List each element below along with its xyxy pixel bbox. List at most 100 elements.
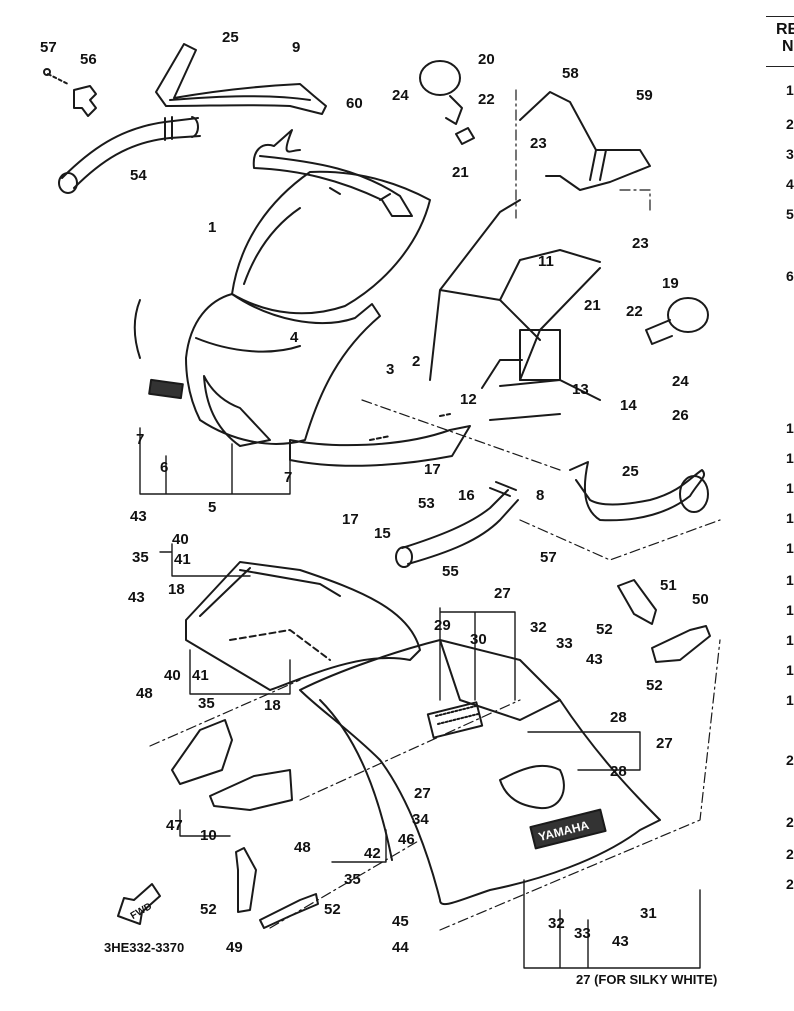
part-label: 19 (662, 275, 679, 292)
part-label: 17 (424, 461, 441, 478)
part-label: 35 (198, 695, 215, 712)
leader-lines (139, 427, 701, 969)
bracket-50 (651, 625, 711, 663)
screen-trim-60 (252, 129, 413, 217)
part-label: 50 (692, 591, 709, 608)
part-label: 40 (172, 531, 189, 548)
part-label: 7 (136, 431, 145, 448)
part-label: 24 (672, 373, 689, 390)
part-label: 35 (344, 871, 361, 888)
part-label: 57 (540, 549, 557, 566)
ref-number: 2 (786, 752, 794, 768)
ref-column-header-2: N (782, 38, 794, 55)
ref-number: 1 (786, 510, 794, 526)
part-label: 30 (470, 631, 487, 648)
part-label: 52 (324, 901, 341, 918)
ref-number: 1 (786, 662, 794, 678)
part-label: 29 (434, 617, 451, 634)
part-label: 42 (364, 845, 381, 862)
ref-number: 2 (786, 846, 794, 862)
part-label: 18 (264, 697, 281, 714)
part-label: 6 (160, 459, 169, 476)
part-label: 23 (632, 235, 649, 252)
ref-number: 1 (786, 450, 794, 466)
ref-number: 2 (786, 814, 794, 830)
bracket-47 (171, 719, 233, 785)
part-label: 27 (494, 585, 511, 602)
part-label: 3 (386, 361, 395, 378)
upper-cowl-5 (133, 293, 471, 467)
fwd-arrow-icon (117, 883, 161, 925)
part-label: 13 (572, 381, 589, 398)
inner-panel-35 (185, 561, 421, 691)
part-label: 27 (656, 735, 673, 752)
part-label: 47 (166, 817, 183, 834)
part-label: 15 (374, 525, 391, 542)
side-panel-8 (569, 461, 709, 522)
part-label: 4 (290, 329, 299, 346)
part-label: 32 (530, 619, 547, 636)
part-label: 49 (226, 939, 243, 956)
part-label: 28 (610, 709, 627, 726)
part-label: 27 (414, 785, 431, 802)
part-label: 10 (200, 827, 217, 844)
ref-number: 1 (786, 420, 794, 436)
bracket-58 (519, 91, 651, 191)
yamaha-emblem-6 (148, 378, 184, 400)
part-label: 33 (574, 925, 591, 942)
ref-column-top-rule (766, 16, 794, 17)
part-label: 53 (418, 495, 435, 512)
part-label: 32 (548, 915, 565, 932)
cowling-stay-11 (429, 199, 601, 421)
part-label: 17 (342, 511, 359, 528)
ref-number: 1 (786, 572, 794, 588)
ref-column-header-rule (766, 66, 794, 67)
part-label: 43 (128, 589, 145, 606)
diagram-code: 3HE332-3370 (104, 940, 185, 955)
part-label: 18 (168, 581, 185, 598)
part-label: 43 (130, 508, 147, 525)
ref-number: 2 (786, 116, 794, 132)
mirror-20 (419, 60, 475, 145)
part-label: 58 (562, 65, 579, 82)
part-label: 25 (622, 463, 639, 480)
part-label: 54 (130, 167, 147, 184)
bracket-9 (155, 43, 327, 115)
assembly-lines (149, 89, 721, 931)
part-label: 20 (478, 51, 495, 68)
ref-number: 2 (786, 876, 794, 892)
part-label: 57 (40, 39, 57, 56)
ref-number: 5 (786, 206, 794, 222)
part-label: 25 (222, 29, 239, 46)
ref-number: 1 (786, 540, 794, 556)
ref-number: 4 (786, 176, 794, 192)
part-label: 60 (346, 95, 363, 112)
part-label: 41 (192, 667, 209, 684)
bracket-56 (43, 68, 97, 117)
bracket-lower (259, 893, 319, 929)
part-label: 31 (640, 905, 657, 922)
part-label: 1 (208, 219, 217, 236)
part-label: 43 (586, 651, 603, 668)
part-label: 11 (538, 253, 554, 270)
part-label: 8 (536, 487, 545, 504)
mirror-19 (645, 297, 709, 345)
part-label: 48 (136, 685, 153, 702)
footnote-silky-white: 27 (FOR SILKY WHITE) (576, 972, 718, 987)
ref-number: 6 (786, 268, 794, 284)
part-label: 22 (626, 303, 643, 320)
part-label: 51 (660, 577, 677, 594)
part-label: 59 (636, 87, 653, 104)
part-label: 21 (584, 297, 601, 314)
part-label: 9 (292, 39, 301, 56)
part-label: 14 (620, 397, 637, 414)
bracket-51 (617, 579, 657, 625)
bracket-10-plate (209, 769, 293, 811)
part-label: 33 (556, 635, 573, 652)
part-label: 45 (392, 913, 409, 930)
ref-number: 1 (786, 602, 794, 618)
part-label: 52 (596, 621, 613, 638)
part-label: 26 (672, 407, 689, 424)
part-label: 55 (442, 563, 459, 580)
